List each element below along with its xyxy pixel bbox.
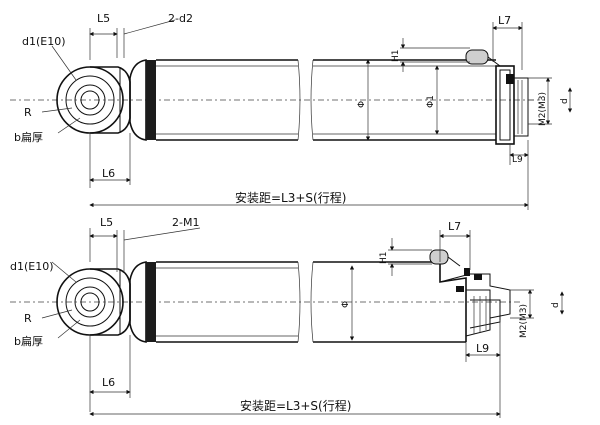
top-phi1-label: Φ1 bbox=[426, 95, 436, 108]
top-phi-label: Φ bbox=[357, 101, 367, 108]
top-l6-label: L6 bbox=[102, 167, 115, 180]
top-l7-label: L7 bbox=[498, 14, 511, 27]
top-l9-label: L9 bbox=[512, 155, 523, 165]
top-barrel bbox=[156, 59, 496, 141]
bottom-cylinder-drawing: L5 2-M1 d1(E10) R b扁厚 L6 L7 H1 Φ d M2(M3… bbox=[10, 216, 565, 418]
bottom-phi-label: Φ bbox=[341, 301, 351, 308]
bottom-b-label: b扁厚 bbox=[14, 335, 43, 348]
bottom-l6-label: L6 bbox=[102, 376, 115, 389]
bottom-d-label: d bbox=[551, 302, 561, 308]
bottom-dimensions bbox=[41, 227, 565, 418]
bottom-install-label: 安装距=L3+S(行程) bbox=[240, 398, 351, 413]
top-install-label: 安装距=L3+S(行程) bbox=[235, 190, 346, 205]
top-d-label: d bbox=[560, 98, 570, 104]
top-b-label: b扁厚 bbox=[14, 131, 43, 144]
bottom-head-end bbox=[429, 249, 511, 342]
top-head-end bbox=[465, 49, 529, 145]
top-black-band bbox=[146, 60, 156, 140]
bottom-l5-label: L5 bbox=[100, 216, 113, 229]
top-l5-label: L5 bbox=[97, 12, 110, 25]
bottom-l7-label: L7 bbox=[448, 220, 461, 233]
top-d1-label: d1(E10) bbox=[22, 35, 66, 48]
top-d2-label: 2-d2 bbox=[168, 12, 193, 25]
bottom-m2-label: M2(M3) bbox=[519, 304, 529, 338]
bottom-h1-label: H1 bbox=[379, 252, 389, 265]
top-cylinder-drawing: L5 2-d2 d1(E10) R b扁厚 L6 L7 H1 Φ Φ1 d M2… bbox=[10, 12, 573, 210]
bottom-r-label: R bbox=[24, 312, 32, 325]
top-dimensions bbox=[41, 19, 573, 210]
bottom-d1-label: d1(E10) bbox=[10, 260, 54, 273]
top-r-label: R bbox=[24, 106, 32, 119]
top-h1-label: H1 bbox=[391, 50, 401, 63]
bottom-m1-label: 2-M1 bbox=[172, 216, 199, 229]
bottom-black-band bbox=[146, 262, 156, 342]
top-m2-label: M2(M3) bbox=[538, 92, 548, 126]
bottom-l9-label: L9 bbox=[476, 342, 489, 355]
bottom-barrel bbox=[156, 261, 466, 343]
